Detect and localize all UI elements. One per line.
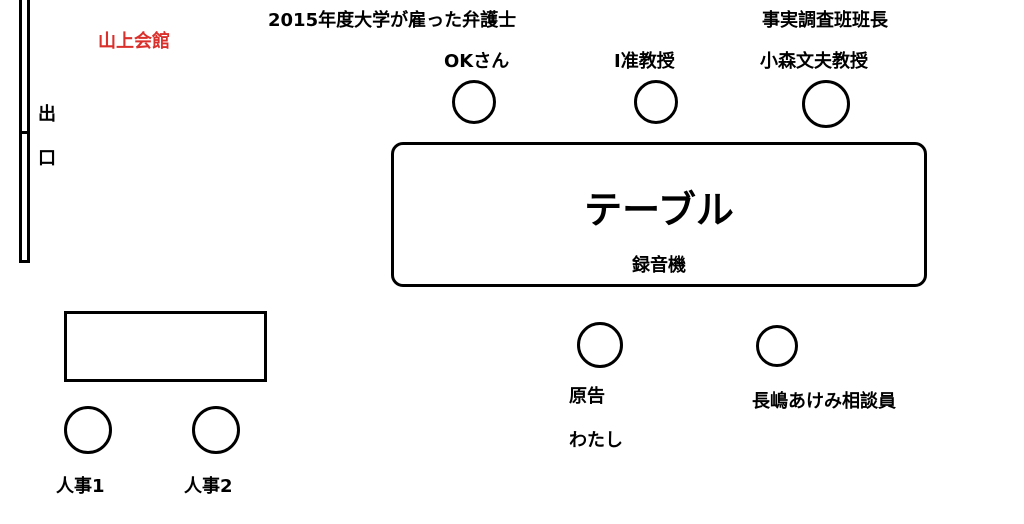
person-i-prof-label: I准教授 [614, 51, 675, 72]
side-table [64, 311, 267, 382]
exit-label-char2: 口 [38, 148, 56, 169]
recorder-label: 録音機 [632, 255, 686, 276]
door-gap-marker [19, 131, 30, 134]
exit-label-char1: 出 [38, 104, 56, 125]
seat-komori [802, 80, 850, 128]
seat-nagashima [756, 325, 798, 367]
seat-ok [452, 80, 496, 124]
seat-plaintiff [577, 322, 623, 368]
diagram-title: 2015年度大学が雇った弁護士 [268, 10, 517, 31]
seat-hr2 [192, 406, 240, 454]
person-komori-role: 事実調査班班長 [762, 10, 888, 31]
person-hr1-label: 人事1 [56, 476, 105, 497]
person-plaintiff-label: 原告 [569, 386, 605, 407]
person-hr2-label: 人事2 [184, 476, 233, 497]
person-plaintiff-name: わたし [569, 430, 623, 451]
venue-label: 山上会館 [98, 31, 170, 52]
person-nagashima-label: 長嶋あけみ相談員 [752, 391, 896, 412]
main-table: テーブル 録音機 [391, 142, 927, 287]
person-ok-label: OKさん [444, 51, 510, 72]
seat-hr1 [64, 406, 112, 454]
seat-i-prof [634, 80, 678, 124]
person-komori-name: 小森文夫教授 [760, 51, 868, 72]
table-title: テーブル [584, 188, 734, 232]
wall-bottom-cap [19, 260, 30, 263]
